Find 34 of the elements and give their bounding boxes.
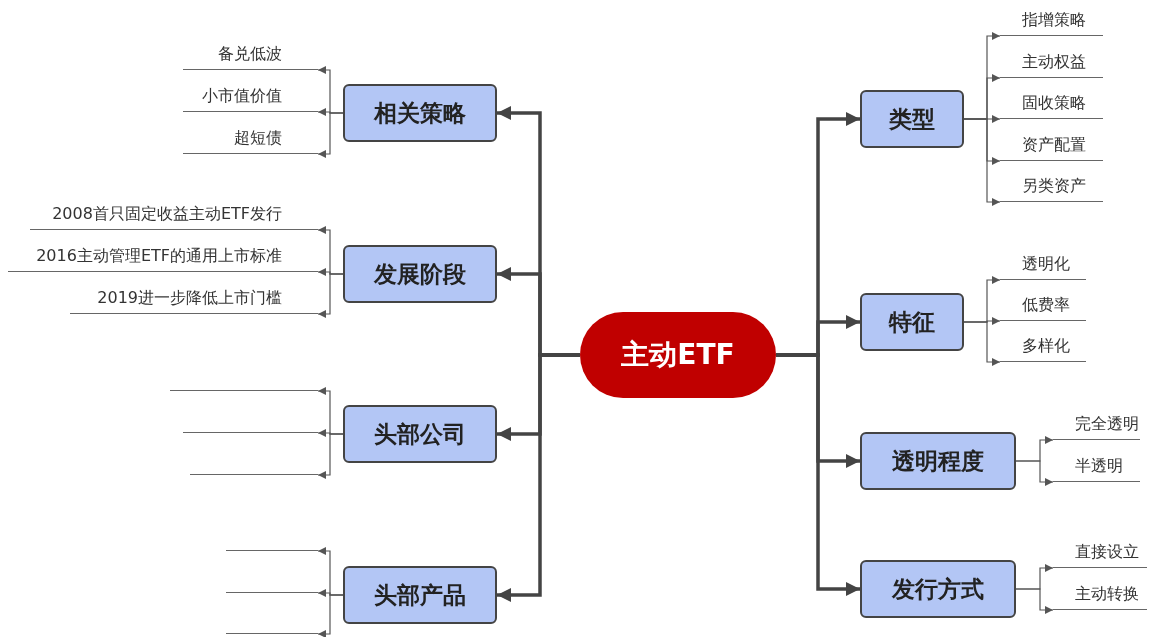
leaf-label: 超短债 — [183, 124, 318, 154]
arrow — [1015, 588, 1054, 614]
arrow — [317, 112, 344, 158]
arrow — [317, 594, 344, 637]
topic-box: 相关策略 — [343, 84, 497, 142]
leaf-label: 备兑低波 — [183, 40, 318, 70]
leaf-label: 2016主动管理ETF的通用上市标准 — [8, 242, 318, 272]
leaf-label: 低费率 — [1000, 291, 1086, 321]
topic-box: 透明程度 — [860, 432, 1016, 490]
topic-box: 头部公司 — [343, 405, 497, 463]
arrow — [1015, 460, 1054, 486]
topic-box: 特征 — [860, 293, 964, 351]
leaf-label: 资产配置 — [1000, 131, 1103, 161]
arrow — [963, 321, 1001, 366]
leaf-label: 小市值价值 — [183, 82, 318, 112]
leaf-label: 主动转换 — [1053, 580, 1147, 610]
leaf-label: 半透明 — [1053, 452, 1140, 482]
leaf-label: 直接设立 — [1053, 538, 1147, 568]
leaf-label: 指增策略 — [1000, 6, 1103, 36]
arrow — [317, 273, 344, 318]
topic-box: 头部产品 — [343, 566, 497, 624]
topic-box: 发行方式 — [860, 560, 1016, 618]
leaf-label: 2008首只固定收益主动ETF发行 — [30, 200, 318, 230]
arrow — [317, 433, 344, 479]
leaf-label: 另类资产 — [1000, 172, 1103, 202]
topic-box: 发展阶段 — [343, 245, 497, 303]
leaf-label: 固收策略 — [1000, 89, 1103, 119]
leaf-label: 透明化 — [1000, 250, 1086, 280]
leaf-label: 2019进一步降低上市门槛 — [70, 284, 318, 314]
leaf-label: 多样化 — [1000, 332, 1086, 362]
central-topic: 主动ETF — [580, 312, 776, 398]
leaf-label: 完全透明 — [1053, 410, 1140, 440]
leaf-label: 主动权益 — [1000, 48, 1103, 78]
topic-box: 类型 — [860, 90, 964, 148]
